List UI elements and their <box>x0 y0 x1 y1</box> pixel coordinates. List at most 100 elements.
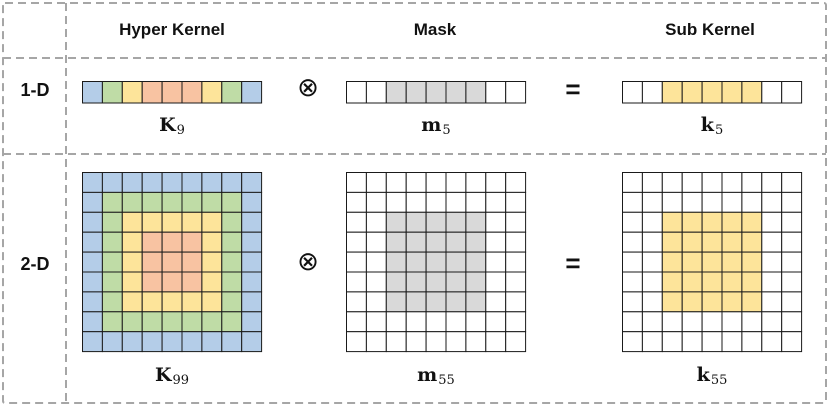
grid-cell <box>445 191 467 213</box>
grid-cell <box>761 172 783 193</box>
sub-kernel-2d <box>622 172 803 353</box>
grid-cell <box>181 251 203 273</box>
grid-cell <box>741 271 763 293</box>
grid-cell <box>485 191 507 213</box>
grid-cell <box>121 191 143 213</box>
grid-cell <box>181 172 203 193</box>
grid-cell <box>365 191 387 213</box>
grid-cell <box>385 191 407 213</box>
grid-cell <box>445 331 467 353</box>
grid-cell <box>221 81 243 104</box>
equals-operator-1d: = <box>565 74 581 104</box>
caption-K99: K99 <box>82 364 262 388</box>
sub-kernel-1d <box>622 81 803 104</box>
grid-cell <box>385 331 407 353</box>
grid-cell <box>201 311 223 333</box>
grid-cell <box>622 231 643 253</box>
grid-cell <box>761 251 783 273</box>
grid-cell <box>141 331 163 353</box>
grid-cell <box>721 211 743 233</box>
grid-cell <box>681 251 703 273</box>
grid-cell <box>781 211 803 233</box>
grid-cell <box>721 291 743 313</box>
grid-cell <box>365 251 387 273</box>
grid-cell <box>201 291 223 313</box>
grid-cell <box>781 271 803 293</box>
grid-cell <box>101 251 123 273</box>
grid-cell <box>365 331 387 353</box>
grid-cell <box>241 331 263 353</box>
grid-cell <box>161 191 183 213</box>
grid-cell <box>781 331 803 353</box>
grid-cell <box>465 211 487 233</box>
grid-cell <box>641 172 663 193</box>
grid-cell <box>681 311 703 333</box>
grid-cell <box>781 231 803 253</box>
grid-cell <box>405 191 427 213</box>
grid-cell <box>346 231 367 253</box>
grid-cell <box>485 231 507 253</box>
grid-cell <box>346 191 367 213</box>
grid-cell <box>161 311 183 333</box>
header-hyper-kernel: Hyper Kernel <box>119 20 225 39</box>
grid-cell <box>661 191 683 213</box>
grid-cell <box>365 172 387 193</box>
grid-cell <box>425 331 447 353</box>
caption-k55-base: k <box>696 364 710 386</box>
grid-cell <box>161 231 183 253</box>
grid-cell <box>781 311 803 333</box>
grid-cell <box>661 211 683 233</box>
caption-m55-base: m <box>417 364 438 386</box>
row-label-2d: 2-D <box>20 254 50 274</box>
grid-cell <box>681 331 703 353</box>
grid-cell <box>425 251 447 273</box>
grid-cell <box>661 81 683 104</box>
grid-cell <box>661 172 683 193</box>
grid-cell <box>445 291 467 313</box>
grid-cell <box>221 311 243 333</box>
grid-cell <box>241 271 263 293</box>
grid-cell <box>741 231 763 253</box>
grid-cell <box>241 291 263 313</box>
grid-cell <box>445 172 467 193</box>
grid-cell <box>221 231 243 253</box>
grid-cell <box>661 271 683 293</box>
grid-cell <box>445 211 467 233</box>
grid-cell <box>701 81 723 104</box>
tensor-product-operator-2d: ⊗ <box>297 247 319 277</box>
grid-cell <box>661 291 683 313</box>
grid-cell <box>201 81 223 104</box>
grid-cell <box>82 251 103 273</box>
grid-cell <box>485 271 507 293</box>
mask-2d <box>346 172 527 353</box>
caption-m5-base: m <box>421 114 442 136</box>
grid-cell <box>485 291 507 313</box>
hyper-kernel-2d <box>82 172 263 353</box>
grid-cell <box>201 191 223 213</box>
grid-cell <box>201 231 223 253</box>
grid-cell <box>641 251 663 273</box>
grid-cell <box>701 311 723 333</box>
grid-cell <box>505 231 527 253</box>
grid-cell <box>346 331 367 353</box>
grid-cell <box>201 271 223 293</box>
grid-cell <box>445 81 467 104</box>
grid-cell <box>385 231 407 253</box>
grid-cell <box>681 231 703 253</box>
grid-cell <box>465 271 487 293</box>
caption-k55-sub: 55 <box>710 373 728 388</box>
grid-cell <box>721 311 743 333</box>
caption-k5-sub: 5 <box>714 123 724 138</box>
grid-cell <box>425 81 447 104</box>
grid-cell <box>405 81 427 104</box>
grid-cell <box>761 331 783 353</box>
grid-cell <box>161 271 183 293</box>
caption-k55: k55 <box>622 364 802 388</box>
grid-cell <box>425 172 447 193</box>
grid-cell <box>161 251 183 273</box>
grid-cell <box>681 172 703 193</box>
grid-cell <box>741 172 763 193</box>
grid-cell <box>241 311 263 333</box>
grid-cell <box>181 311 203 333</box>
